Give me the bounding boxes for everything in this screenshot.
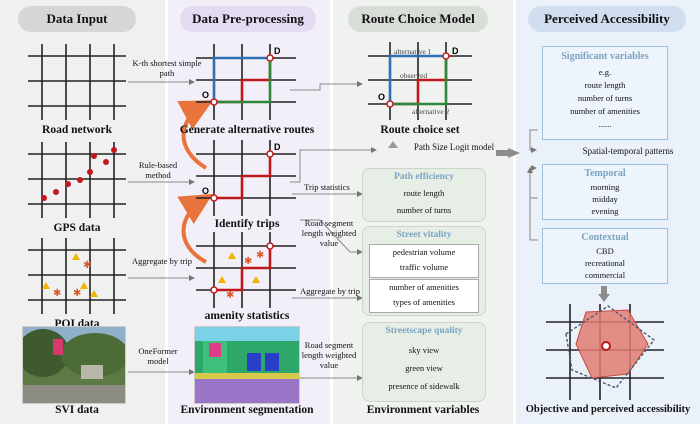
road-network-grid [28, 44, 126, 120]
sig-item-4: ...... [598, 119, 612, 129]
svg-text:✱: ✱ [53, 288, 61, 299]
label-road-seg-2: Road segment length weighted value [301, 340, 357, 371]
temporal-item-2: evening [591, 206, 619, 216]
segmentation-image [194, 326, 300, 404]
alt1-text: alternative 1 [394, 47, 432, 56]
label-environment-segmentation: Environment segmentation [180, 404, 314, 416]
method-oneformer: OneFormer model [138, 346, 178, 367]
temporal-box: Temporal morning midday evening [542, 164, 668, 220]
label-route-choice-set: Route choice set [380, 124, 460, 136]
method-kth: K-th shortest simple path [132, 58, 202, 79]
svg-text:✱: ✱ [256, 250, 264, 261]
street-vitality-title: Street vitality [396, 230, 452, 240]
contextual-item-2: commercial [584, 270, 626, 280]
sig-item-3: number of amenities [570, 106, 640, 116]
label-svi-data: SVI data [55, 404, 99, 416]
path-efficiency-box: Path efficiency route length number of t… [362, 168, 486, 222]
contextual-item-1: recreational [584, 258, 626, 268]
sq-item-0: sky view [408, 345, 440, 355]
header-perceived: Perceived Accessibility [528, 6, 686, 32]
spatial-temporal-label: Spatial-temporal patterns [582, 146, 674, 156]
amenity-grid: ✱ ✱ ✱ [196, 232, 296, 308]
label-environment-variables: Environment variables [366, 404, 480, 416]
path-size-logit-label: Path Size Logit model [413, 142, 495, 152]
header-data-input: Data Input [18, 6, 136, 32]
accessibility-map [546, 304, 664, 400]
label-generate-routes: Generate alternative routes [179, 124, 315, 136]
sv-item-3: types of amenities [393, 297, 455, 307]
sv-item-2: number of amenities [389, 282, 459, 292]
label-amenity-statistics: amenity statistics [204, 310, 290, 322]
route-choice-grid: O D alternative 1 observed alternative 2 [368, 42, 472, 120]
label-trip-statistics: Trip statistics [304, 182, 350, 192]
path-efficiency-title: Path efficiency [394, 172, 454, 182]
svg-text:✱: ✱ [73, 288, 81, 299]
sig-item-1: route length [584, 80, 626, 90]
sig-item-0: e.g. [598, 67, 612, 77]
svi-photo [22, 326, 126, 404]
street-vitality-box: Street vitality pedestrian volume traffi… [362, 226, 486, 316]
contextual-title: Contextual [581, 232, 629, 243]
generate-routes-grid: O D [196, 44, 296, 120]
contextual-item-0: CBD [596, 246, 614, 256]
method-agg-trip: Aggregate by trip [132, 256, 192, 266]
streetscape-title: Streetscape quality [385, 326, 463, 336]
rc-o-label: O [378, 92, 385, 102]
sq-item-2: presence of sidewalk [388, 381, 460, 391]
header-route-choice: Route Choice Model [348, 6, 488, 32]
gen-o-label: O [202, 90, 209, 100]
label-road-network: Road network [42, 124, 112, 136]
significant-variables-box: Significant variables e.g. route length … [542, 46, 668, 140]
label-objective-perceived: Objective and perceived accessibility [525, 404, 691, 415]
streetscape-box: Streetscape quality sky view green view … [362, 322, 486, 402]
label-gps-data: GPS data [53, 222, 101, 234]
contextual-box: Contextual CBD recreational commercial [542, 228, 668, 284]
id-d-label: D [274, 142, 281, 152]
temporal-item-1: midday [592, 194, 618, 204]
label-road-seg-1: Road segment length weighted value [301, 218, 357, 249]
sq-item-1: green view [405, 363, 443, 373]
observed-text: observed [400, 71, 427, 80]
vitality-group-volume [369, 244, 479, 278]
sig-item-2: number of turns [577, 93, 633, 103]
identify-trips-grid: O D [196, 140, 296, 216]
rc-d-label: D [452, 46, 459, 56]
vitality-group-amenity [369, 279, 479, 313]
pe-item-0: route length [403, 188, 445, 198]
sig-title: Significant variables [561, 51, 649, 62]
temporal-title: Temporal [584, 168, 626, 179]
svg-text:✱: ✱ [83, 260, 91, 271]
gps-grid [28, 142, 126, 218]
pe-item-1: number of turns [396, 205, 452, 215]
sv-item-1: traffic volume [399, 262, 449, 272]
method-rule: Rule-based method [138, 160, 178, 181]
gen-d-label: D [274, 46, 281, 56]
header-preprocessing: Data Pre-processing [180, 6, 316, 32]
label-agg-by-trip: Aggregate by trip [300, 286, 360, 296]
svg-text:✱: ✱ [226, 290, 234, 301]
poi-grid: ✱ ✱ ✱ [28, 238, 126, 314]
alt2-text: alternative 2 [412, 107, 450, 116]
id-o-label: O [202, 186, 209, 196]
label-identify-trips: Identify trips [214, 218, 280, 230]
svg-text:✱: ✱ [244, 256, 252, 267]
temporal-item-0: morning [590, 182, 620, 192]
sv-item-0: pedestrian volume [392, 247, 456, 257]
